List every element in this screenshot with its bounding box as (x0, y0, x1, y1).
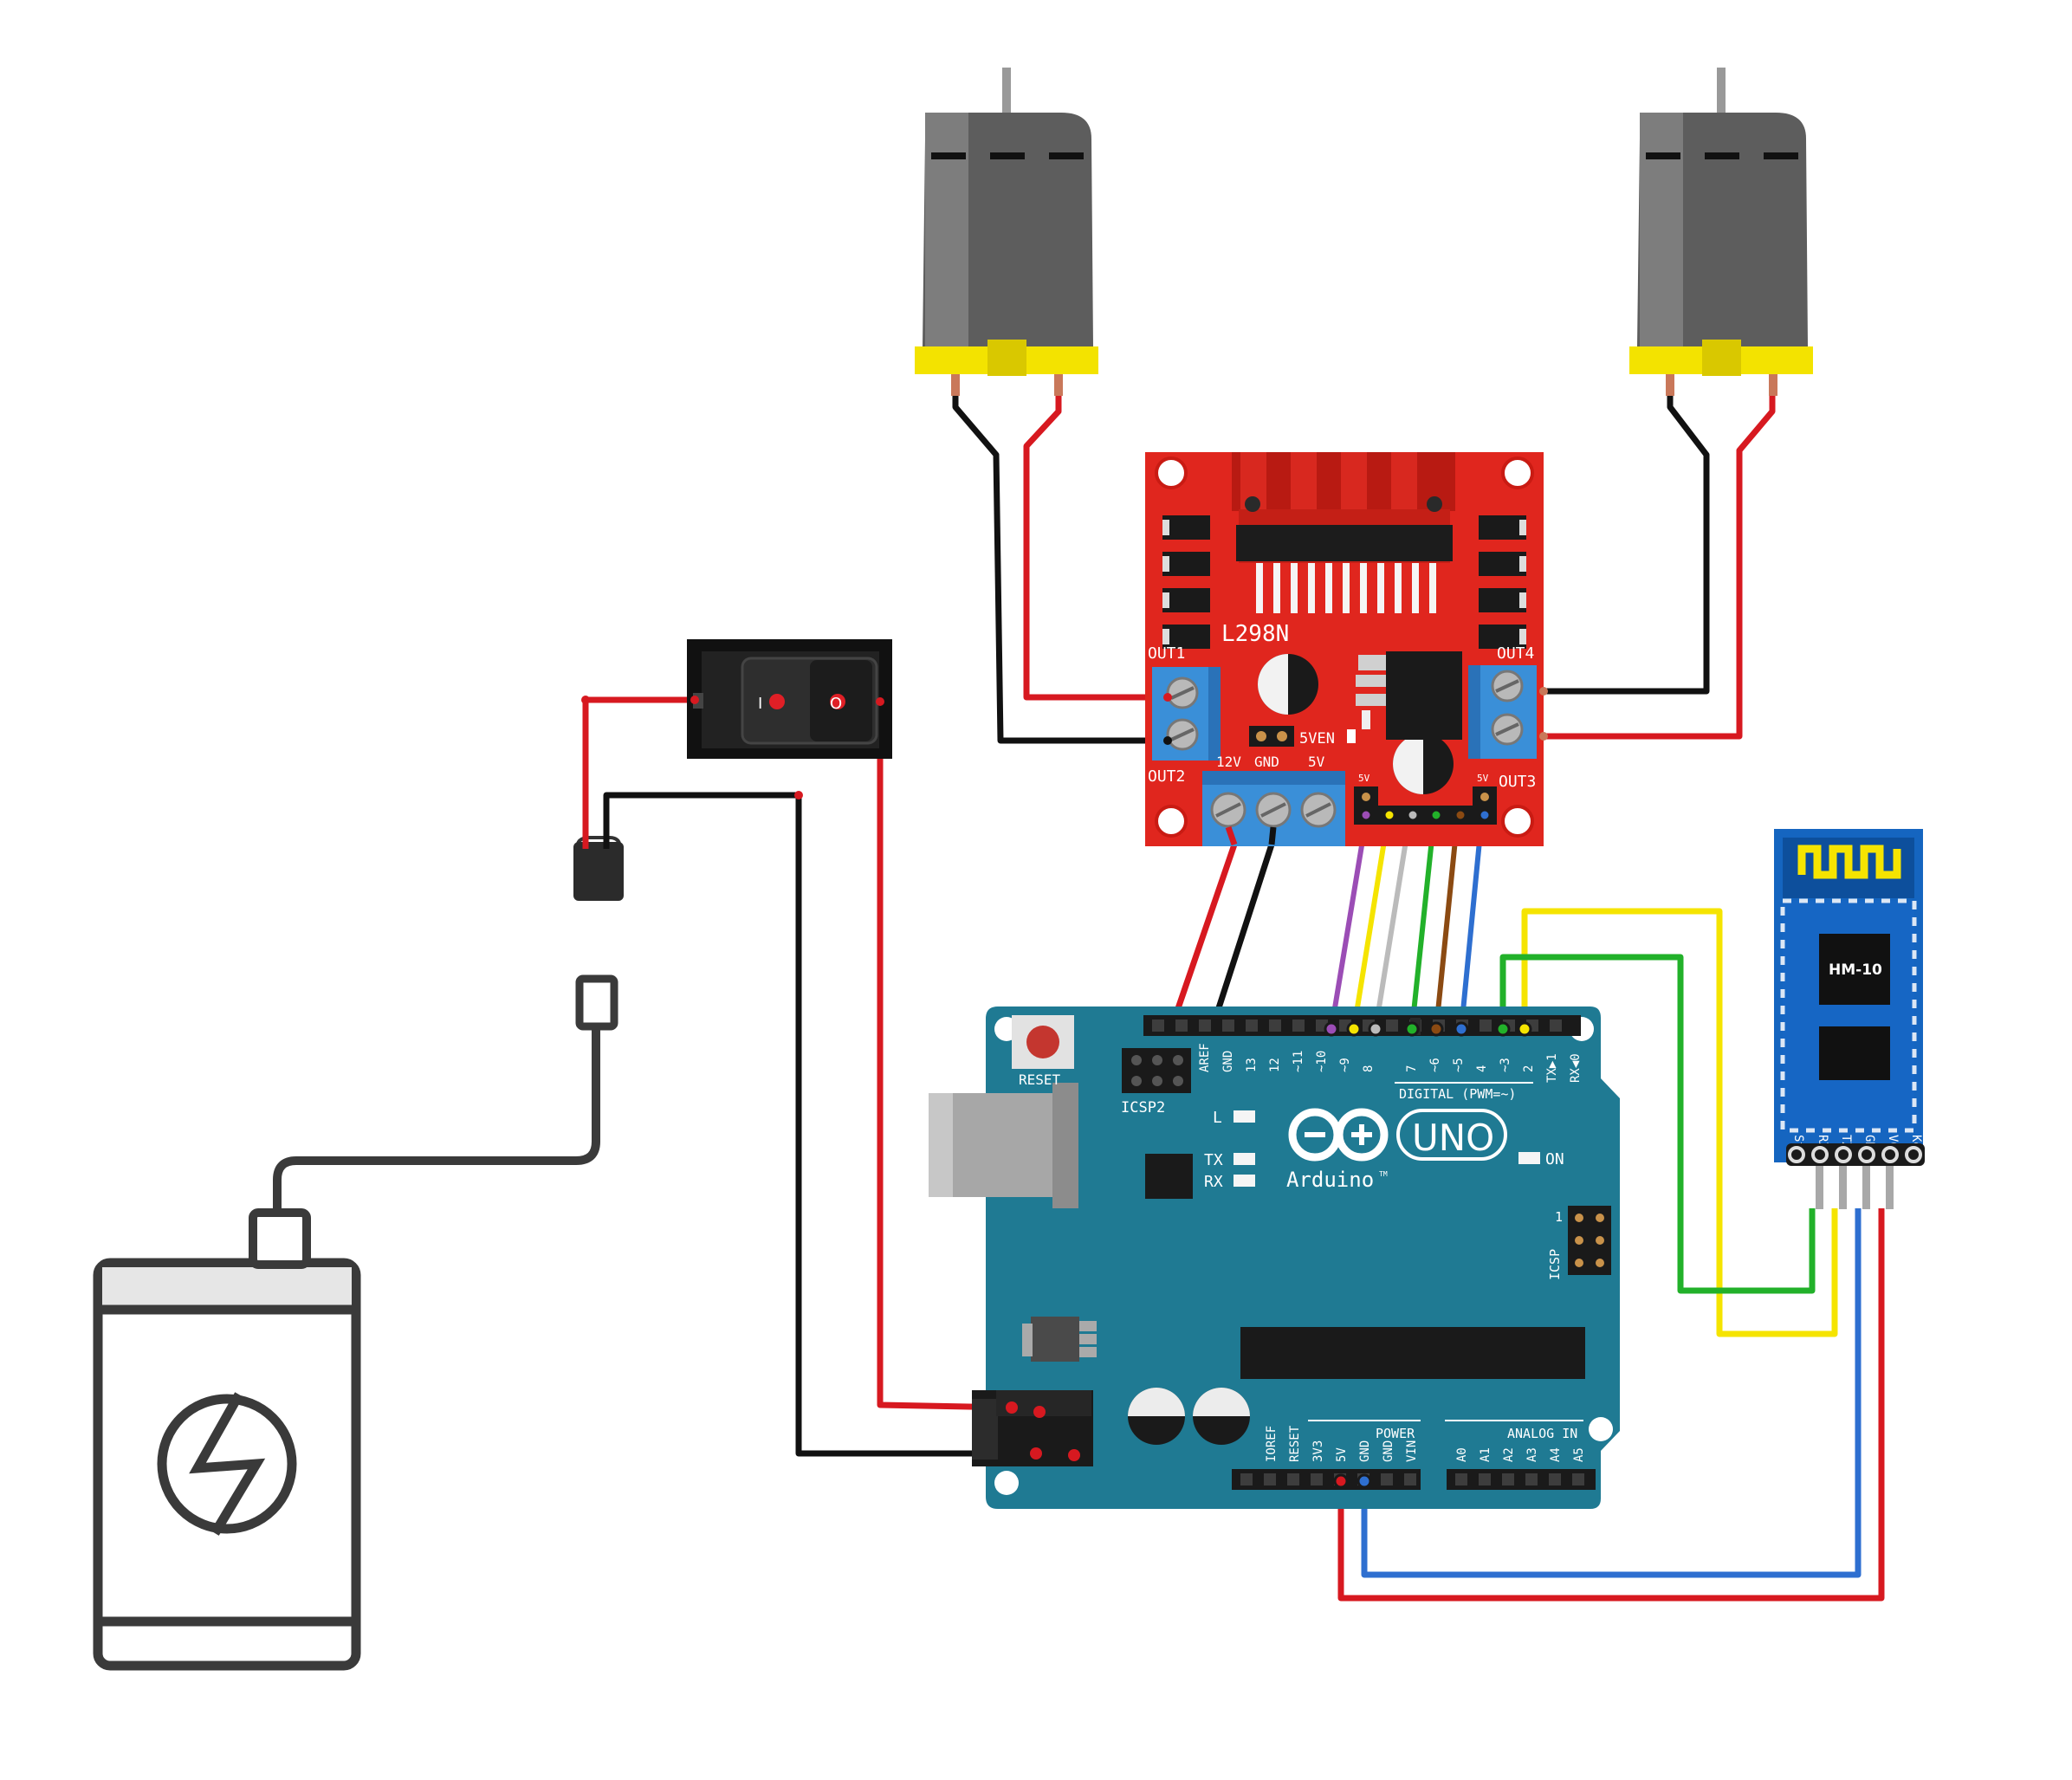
pin-5-label: ~5 (1452, 1058, 1466, 1072)
lightning-bolt-icon (189, 1392, 266, 1536)
pin-gnd1-label: GND (1358, 1440, 1372, 1462)
digital-pin-labels: AREF GND 13 12 ~11 ~10 ~9 8 7 ~6 ~5 4 ~3… (1198, 1043, 1583, 1083)
l298n-5v-right-pin-label: 5V (1477, 773, 1489, 784)
pin-13-label: 13 (1245, 1058, 1259, 1072)
l298n-diodes (1162, 515, 1526, 649)
analog-pin-labels: A0 A1 A2 A3 A4 A5 (1455, 1447, 1586, 1462)
switch-off-label: O (830, 695, 842, 713)
pin-a2-label: A2 (1502, 1447, 1516, 1462)
icsp2-label: ICSP2 (1121, 1099, 1165, 1117)
pin-reset-label: RESET (1288, 1425, 1302, 1462)
icsp-pin1-label: 1 (1555, 1209, 1563, 1225)
l298n-5v-label: 5V (1308, 754, 1325, 770)
l298n-out4-label: OUT4 (1497, 644, 1534, 663)
pin-9-label: ~9 (1338, 1058, 1352, 1072)
uno-label: UNO (1412, 1117, 1494, 1159)
led-rx (1233, 1175, 1255, 1187)
usb-port[interactable] (929, 1093, 1076, 1197)
hm10-pin-header[interactable] (1786, 1143, 1925, 1166)
battery-cable (273, 836, 624, 1213)
led-tx-label: TX (1204, 1151, 1223, 1169)
hm10-model-label: HM-10 (1829, 961, 1882, 979)
pin-3-label: ~3 (1499, 1058, 1512, 1072)
l298n-gnd-label: GND (1254, 754, 1279, 770)
pin-5v-label: 5V (1335, 1447, 1349, 1462)
led-l (1233, 1110, 1255, 1123)
rocker-switch[interactable]: I O (687, 639, 892, 759)
l298n-out1-out2-terminal[interactable] (1152, 667, 1221, 761)
pin-10-label: ~10 (1315, 1051, 1329, 1072)
pin-aref-label: AREF (1198, 1043, 1212, 1072)
pin-8-label: 8 (1362, 1065, 1376, 1072)
l298n-model-label: L298N (1221, 621, 1289, 647)
pin-11-label: ~11 (1292, 1051, 1305, 1072)
pin-vin-label: VIN (1405, 1440, 1419, 1462)
pin-12-label: 12 (1268, 1058, 1282, 1072)
charge-icon (157, 1394, 297, 1534)
led-rx-label: RX (1204, 1173, 1223, 1191)
pin-gnd2-label: GND (1382, 1440, 1395, 1462)
l298n-board: L298N 5VEN (1145, 452, 1544, 846)
analog-header[interactable] (1447, 1469, 1596, 1490)
battery-plug (575, 974, 618, 1031)
l298n-regulator (1356, 651, 1462, 740)
battery-pack (93, 1208, 361, 1671)
led-on (1518, 1152, 1540, 1164)
antenna-icon (1797, 845, 1901, 879)
analog-label: ANALOG IN (1507, 1426, 1577, 1441)
arduino-logo (1288, 1108, 1389, 1162)
pin-rx0-label: RX◀0 (1569, 1053, 1583, 1083)
arduino-brand-label: Arduino (1286, 1168, 1374, 1192)
pin-a3-label: A3 (1525, 1447, 1539, 1462)
power-label: POWER (1376, 1426, 1415, 1441)
pin-3v3-label: 3V3 (1311, 1440, 1325, 1462)
pin-a5-label: A5 (1572, 1447, 1586, 1462)
pin-a0-label: A0 (1455, 1447, 1469, 1462)
motor-right (1629, 68, 1813, 396)
atmega-chip (1240, 1327, 1585, 1379)
led-l-label: L (1213, 1109, 1222, 1127)
led-on-label: ON (1545, 1150, 1564, 1168)
l298n-out3-out4-terminal[interactable] (1468, 665, 1537, 759)
l298n-5ven-label: 5VEN (1299, 730, 1335, 748)
pin-gnd-label: GND (1221, 1051, 1235, 1072)
pin-a1-label: A1 (1479, 1447, 1492, 1462)
bluetooth-wires (1337, 908, 1885, 1602)
l298n-out2-label: OUT2 (1148, 767, 1185, 786)
hm10-bluetooth-module: HM-10 State RXD TXD GND VCC Key (1774, 829, 1925, 1209)
icsp-label: ICSP (1547, 1249, 1563, 1280)
battery-socket (573, 842, 624, 901)
l298n-out3-label: OUT3 (1499, 773, 1536, 791)
icsp-header (1568, 1206, 1611, 1275)
pin-2-label: 2 (1522, 1065, 1536, 1072)
led-tx (1233, 1153, 1255, 1165)
l298n-12v-label: 12V (1216, 754, 1241, 770)
switch-on-label: I (758, 695, 762, 713)
pin-6-label: ~6 (1428, 1058, 1442, 1072)
signal-wires (1329, 813, 1485, 1030)
pin-ioref-label: IOREF (1265, 1426, 1279, 1462)
l298n-heatsink (1232, 452, 1455, 613)
icsp2-header (1122, 1048, 1191, 1093)
l298n-5v-left-pin-label: 5V (1358, 773, 1370, 784)
motor-wires (952, 392, 1776, 744)
motor-left (915, 68, 1098, 396)
digital-label: DIGITAL (PWM=~) (1399, 1086, 1516, 1102)
usb-chip (1145, 1154, 1193, 1199)
pin-7-label: 7 (1405, 1065, 1419, 1072)
pin-4-label: 4 (1475, 1065, 1489, 1072)
arduino-tm-label: TM (1379, 1170, 1388, 1178)
arduino-uno-board: RESET ICSP2 L TX RX ON UNO Arduino TM (929, 1007, 1620, 1509)
power-pin-labels: IOREF RESET 3V3 5V GND GND VIN (1265, 1425, 1419, 1462)
pin-tx1-label: TX▶1 (1545, 1053, 1559, 1083)
reset-label: RESET (1019, 1071, 1061, 1088)
pin-a4-label: A4 (1549, 1447, 1563, 1462)
l298n-out1-label: OUT1 (1148, 644, 1185, 663)
